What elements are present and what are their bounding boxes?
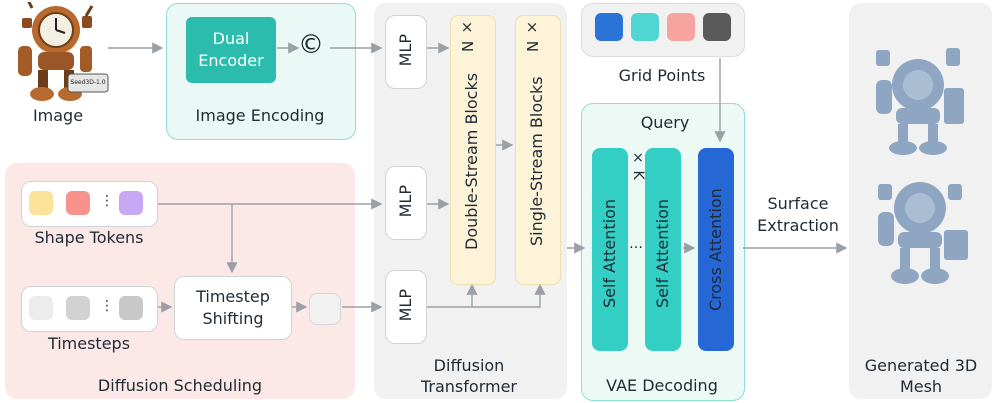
double-stream-times-n: × N: [458, 18, 476, 52]
double-stream-blocks: Double-Stream Blocks: [450, 15, 496, 285]
mlp-shape: MLP: [385, 166, 427, 240]
image-encoding-label: Image Encoding: [195, 106, 325, 125]
vae-decoding-label: VAE Decoding: [606, 376, 718, 395]
shape-token-red: [66, 191, 90, 215]
single-stream-times-n: × N: [523, 18, 541, 52]
timesteps-vdots: ⋮: [100, 298, 114, 314]
generated-mesh-bottom: [878, 182, 968, 284]
timestep-token-1: [29, 296, 53, 320]
grid-points-label: Grid Points: [618, 66, 706, 85]
generated-mesh-top: [876, 48, 964, 155]
vae-times-k: × K: [630, 150, 646, 180]
self-attention-2: Self Attention: [645, 148, 681, 351]
cross-attention: Cross Attention: [698, 148, 734, 351]
generated-mesh-label: Generated 3D Mesh: [864, 356, 978, 396]
timestep-token-3: [119, 296, 143, 320]
timestep-token-2: [66, 296, 90, 320]
robot-image: [18, 2, 109, 101]
robot-badge: Seed3D-1.0: [70, 79, 106, 86]
timesteps-label: Timesteps: [47, 334, 131, 353]
image-label: Image: [32, 106, 84, 125]
single-stream-label: Single-Stream Blocks: [527, 76, 546, 246]
cross-attention-label: Cross Attention: [706, 188, 725, 312]
grid-point-dark: [703, 13, 731, 41]
grid-point-teal: [631, 13, 659, 41]
grid-point-blue: [595, 13, 623, 41]
query-label: Query: [640, 113, 690, 132]
concat-symbol: ©: [298, 30, 324, 60]
single-stream-blocks: Single-Stream Blocks: [515, 15, 561, 285]
self-attention-2-label: Self Attention: [653, 198, 672, 308]
dual-encoder-label: Dual Encoder: [198, 29, 264, 70]
mlp-image: MLP: [385, 15, 427, 89]
diffusion-transformer-label: Diffusion Transformer: [420, 356, 517, 396]
timestep-shifting-box: Timestep Shifting: [174, 276, 292, 340]
diffusion-scheduling-label: Diffusion Scheduling: [97, 376, 263, 395]
shape-token-purple: [119, 191, 143, 215]
shifted-timestep-token: [309, 293, 341, 325]
double-stream-label: Double-Stream Blocks: [462, 72, 481, 250]
shape-token-yellow: [29, 191, 53, 215]
mlp-timestep: MLP: [385, 270, 427, 344]
vae-ellipsis: …: [629, 236, 643, 252]
shape-tokens-vdots: ⋮: [100, 193, 114, 209]
self-attention-1-label: Self Attention: [600, 198, 619, 308]
mlp-timestep-label: MLP: [396, 289, 415, 322]
grid-point-pink: [667, 13, 695, 41]
self-attention-1: Self Attention: [592, 148, 628, 351]
mlp-image-label: MLP: [396, 34, 415, 67]
surface-extraction-label: Surface Extraction: [757, 194, 839, 235]
dual-encoder-box: Dual Encoder: [186, 17, 276, 83]
mlp-shape-label: MLP: [396, 185, 415, 218]
shape-tokens-label: Shape Tokens: [34, 228, 144, 247]
timestep-shifting-label: Timestep Shifting: [196, 287, 270, 328]
